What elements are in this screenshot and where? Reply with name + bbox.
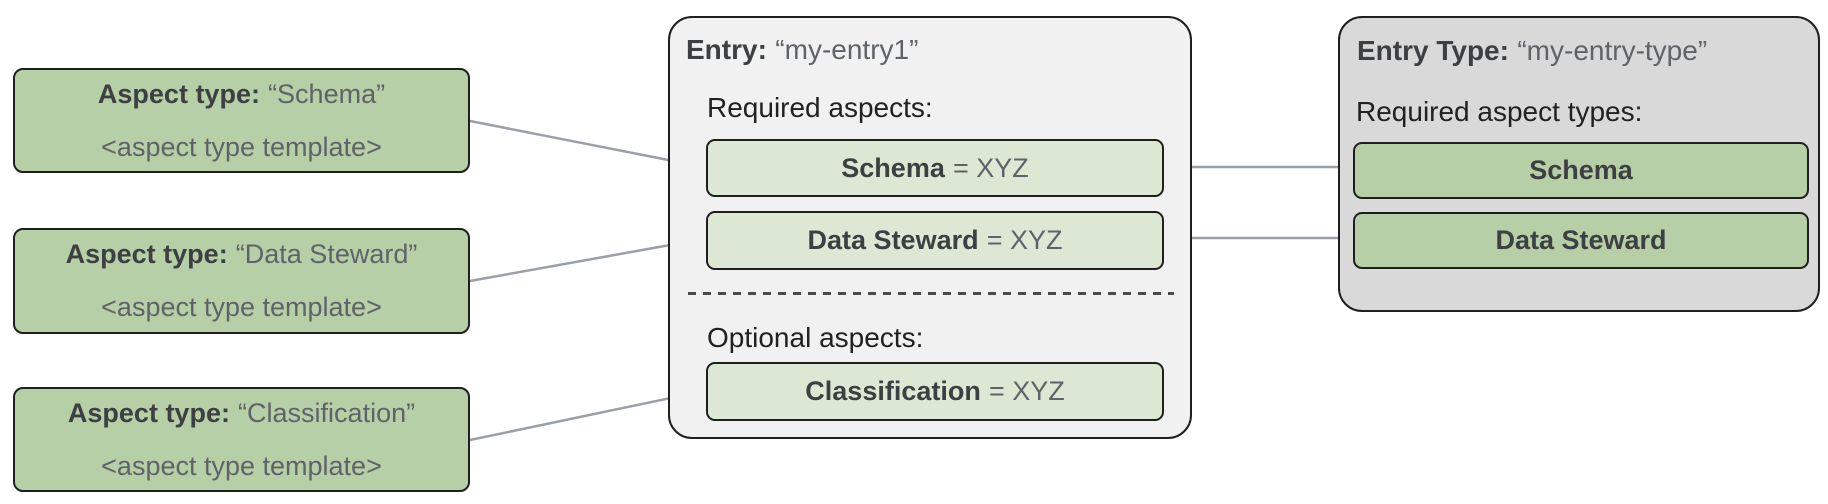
aspect-type-box-data-steward: Aspect type:“Data Steward” <aspect type … bbox=[13, 228, 470, 334]
required-aspect-types-label: Required aspect types: bbox=[1356, 96, 1643, 127]
entry-title-bold: Entry: bbox=[686, 34, 767, 65]
aspect-type-label-bold: Aspect type: bbox=[65, 239, 228, 269]
entry-type-aspect-schema: Schema bbox=[1353, 142, 1809, 199]
aspect-type-name: Schema bbox=[1529, 155, 1633, 185]
aspect-name: Schema bbox=[841, 152, 945, 183]
required-optional-separator bbox=[688, 292, 1174, 295]
aspect-type-template: <aspect type template> bbox=[101, 131, 382, 162]
aspect-type-label: Aspect type: “Classification” bbox=[67, 397, 416, 428]
aspect-type-name: Data Steward bbox=[1495, 225, 1667, 255]
aspect-type-template: <aspect type template> bbox=[101, 292, 382, 322]
entry-aspect-classification: Classification= XYZ bbox=[706, 362, 1164, 421]
entry-type-container: Entry Type: “my-entry-type” Required aspe… bbox=[1338, 16, 1820, 312]
entry-aspect-data-steward: Data Steward= XYZ bbox=[706, 211, 1164, 270]
entry-type-title-bold: Entry Type: bbox=[1357, 35, 1509, 66]
aspect-type-box-classification: Aspect type: “Classification” <aspect typ… bbox=[13, 387, 470, 492]
optional-aspects-label: Optional aspects: bbox=[707, 322, 924, 353]
aspect-name: Classification bbox=[805, 376, 981, 406]
entry-title-value: “my-entry1” bbox=[775, 34, 919, 65]
aspect-type-label-bold: Aspect type: bbox=[67, 397, 230, 428]
aspect-type-label: Aspect type:“Data Steward” bbox=[66, 241, 418, 268]
aspect-type-label-value: “Schema” bbox=[268, 78, 386, 109]
entry-type-title: Entry Type: “my-entry-type” bbox=[1357, 37, 1707, 65]
aspect-type-box-schema: Aspect type: “Schema” <aspect type templa… bbox=[13, 68, 470, 173]
aspect-value: = XYZ bbox=[988, 376, 1065, 406]
aspect-name: Data Steward bbox=[807, 225, 979, 255]
entry-container: Entry: “my-entry1” Required aspects: Sche… bbox=[668, 16, 1192, 439]
required-aspects-label: Required aspects: bbox=[707, 92, 933, 123]
aspect-type-template: <aspect type template> bbox=[101, 450, 382, 481]
aspect-type-label-bold: Aspect type: bbox=[97, 78, 260, 109]
entry-type-title-value: “my-entry-type” bbox=[1517, 35, 1708, 66]
aspect-type-label-value: “Classification” bbox=[238, 397, 416, 428]
aspect-value: = XYZ bbox=[952, 152, 1029, 183]
aspect-type-label: Aspect type: “Schema” bbox=[97, 78, 386, 109]
entry-title: Entry: “my-entry1” bbox=[686, 36, 918, 64]
aspect-value: = XYZ bbox=[986, 225, 1063, 255]
aspect-type-label-value: “Data Steward” bbox=[235, 239, 418, 269]
entry-aspect-schema: Schema= XYZ bbox=[706, 139, 1164, 197]
entry-type-aspect-data-steward: Data Steward bbox=[1353, 212, 1809, 269]
